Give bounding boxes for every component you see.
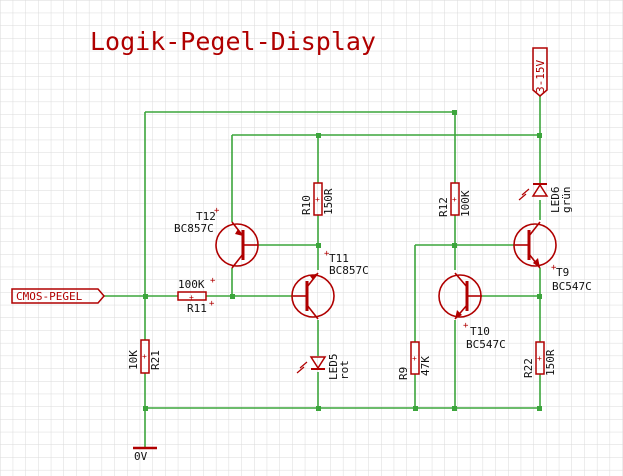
- r22-value: 150R: [544, 349, 557, 376]
- svg-text:+: +: [537, 354, 542, 363]
- transistor-t9: [513, 221, 557, 269]
- t10-name: T10: [470, 325, 490, 338]
- led6-name: LED6: [549, 187, 562, 214]
- r12-name: R12: [437, 197, 450, 217]
- svg-text:+: +: [142, 352, 147, 361]
- diagram-title: Logik-Pegel-Display: [90, 27, 376, 56]
- r10-name: R10: [300, 195, 313, 215]
- resistor-r9: + R9 47K: [397, 341, 432, 380]
- t9-value: BC547C: [552, 280, 592, 293]
- svg-text:+: +: [551, 263, 557, 273]
- led5-name: LED5: [327, 354, 340, 381]
- ground-symbol: 0V: [133, 445, 157, 463]
- t12-name: T12: [196, 210, 216, 223]
- t11-name: T11: [329, 252, 349, 265]
- svg-text:+: +: [452, 195, 457, 204]
- resistor-r10: + R10 150R: [300, 182, 335, 216]
- transistor-t12: [215, 221, 259, 269]
- r11-name: R11: [187, 302, 207, 315]
- resistor-r12: + R12 100K: [437, 182, 472, 217]
- ground-label: 0V: [134, 450, 148, 463]
- r21-name: R21: [149, 350, 162, 370]
- svg-text:+: +: [315, 195, 320, 204]
- resistor-r11: + 100K + R11 +: [177, 276, 216, 315]
- r9-value: 47K: [419, 356, 432, 376]
- t12-value: BC857C: [174, 222, 214, 235]
- input-port: CMOS-PEGEL: [11, 288, 105, 304]
- t11-value: BC857C: [329, 264, 369, 277]
- svg-text:+: +: [210, 276, 216, 286]
- svg-text:+: +: [209, 299, 215, 309]
- led6-value: grün: [560, 187, 573, 214]
- svg-text:+: +: [463, 321, 469, 331]
- svg-text:+: +: [324, 249, 330, 259]
- r11-value: 100K: [178, 278, 205, 291]
- r12-value: 100K: [459, 190, 472, 217]
- resistor-r22: + R22 150R: [522, 341, 557, 378]
- supply-port-label: 3-15V: [534, 60, 547, 93]
- svg-text:+: +: [412, 354, 417, 363]
- svg-text:+: +: [189, 293, 194, 302]
- r10-value: 150R: [322, 188, 335, 215]
- svg-text:+: +: [214, 206, 220, 216]
- wires: [104, 96, 541, 445]
- supply-port: 3-15V: [532, 47, 548, 97]
- led6: LED6 grün: [518, 183, 573, 214]
- r22-name: R22: [522, 358, 535, 378]
- led5-value: rot: [338, 360, 351, 380]
- t10-value: BC547C: [466, 338, 506, 351]
- transistor-t11: [291, 272, 335, 320]
- resistor-r21: + 10K R21: [127, 339, 162, 374]
- led5: LED5 rot: [296, 354, 351, 381]
- junctions: [143, 110, 542, 411]
- t9-name: T9: [556, 266, 569, 279]
- r21-value: 10K: [127, 350, 140, 370]
- r9-name: R9: [397, 367, 410, 380]
- input-port-label: CMOS-PEGEL: [16, 290, 83, 303]
- transistor-t10: [438, 272, 482, 320]
